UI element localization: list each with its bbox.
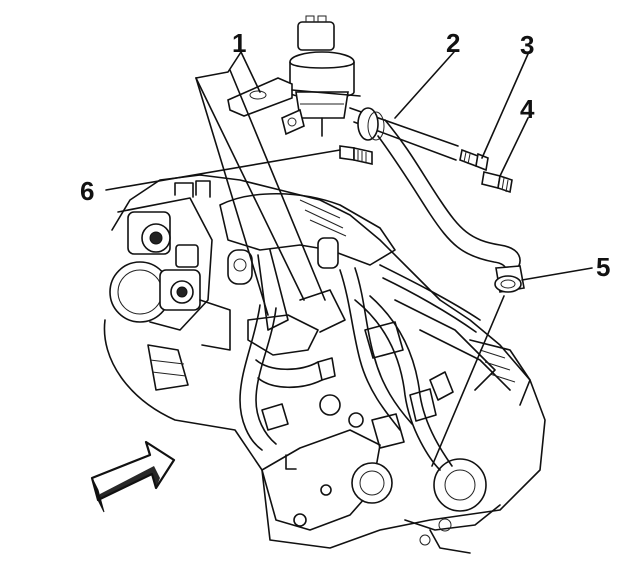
- egr-pipe: [349, 107, 525, 293]
- egr-bracket: [227, 77, 361, 136]
- intake-manifold: [199, 192, 396, 356]
- callout-3: 3: [520, 30, 535, 60]
- callout-5: 5: [596, 252, 611, 282]
- callout-1: 1: [232, 28, 247, 58]
- front-direction-arrow-icon: [90, 440, 176, 513]
- throttle-body: [109, 180, 213, 391]
- leader-lines: [105, 51, 593, 467]
- bolt-3: [459, 148, 489, 172]
- hoses-and-wiring: [339, 264, 531, 471]
- bolt-6: [339, 145, 373, 165]
- callout-6: 6: [80, 176, 95, 206]
- engine-block: [103, 174, 546, 554]
- callout-2: 2: [446, 28, 461, 58]
- callout-4: 4: [520, 94, 535, 124]
- lower-pipe: [239, 304, 336, 451]
- egr-valve: [289, 15, 355, 137]
- bolt-4: [481, 171, 513, 194]
